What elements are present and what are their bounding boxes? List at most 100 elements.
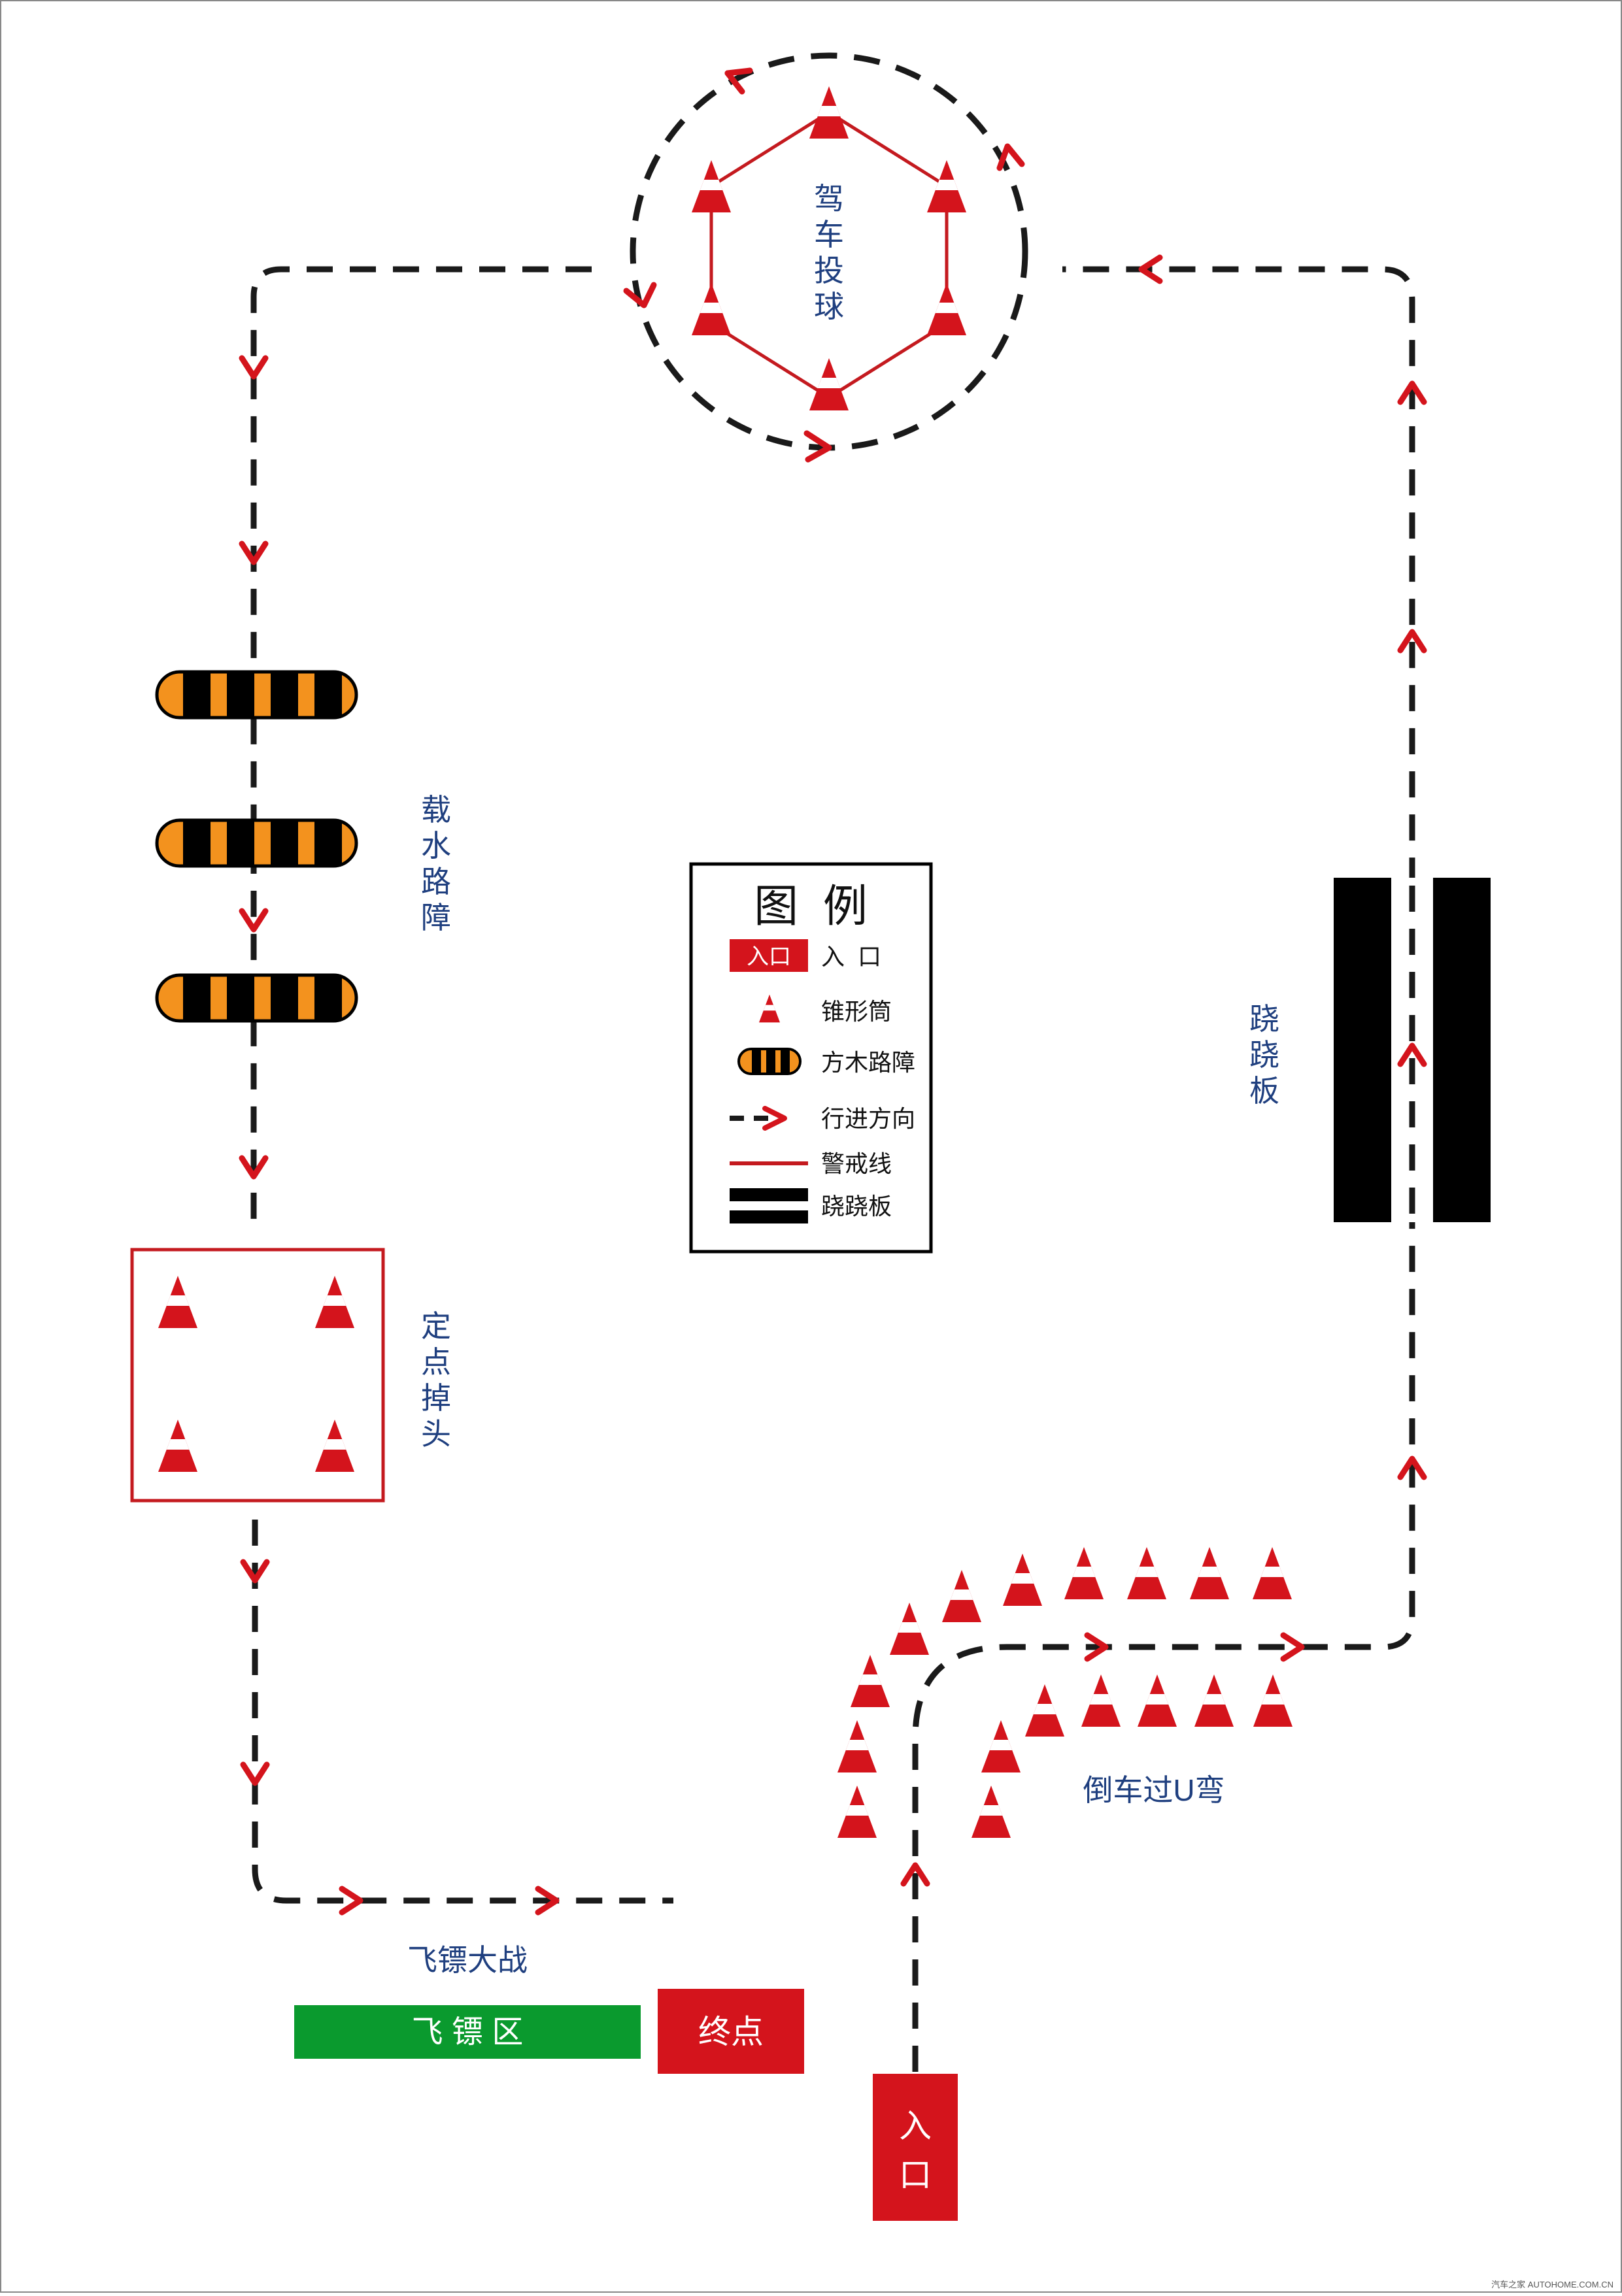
direction-arrow-icon: [535, 1886, 560, 1916]
cone-icon: [837, 1786, 877, 1838]
cone-icon: [158, 1276, 197, 1328]
ball-throw-area: 驾 车 投 球: [692, 86, 966, 410]
cone-icon: [837, 1720, 877, 1772]
entrance-label: 口: [899, 2157, 932, 2193]
direction-arrow-icon: [724, 67, 753, 76]
direction-arrow-icon: [239, 541, 269, 565]
cone-icon: [809, 86, 849, 139]
path-left-top: [250, 266, 592, 1222]
cone-icon: [1253, 1547, 1292, 1599]
legend-title: 图 例: [754, 882, 868, 931]
legend-item-label: 警戒线: [821, 1150, 892, 1177]
direction-arrow-icon: [239, 908, 269, 933]
cone-icon: [1025, 1684, 1064, 1737]
zone-label-seesaw: 板: [1249, 1074, 1279, 1108]
cone-icon: [1194, 1674, 1234, 1727]
legend-box: [689, 862, 933, 1254]
zone-label-fixed-uturn: 掉: [421, 1381, 451, 1415]
seesaw-icon: [730, 1188, 808, 1223]
zone-label-seesaw: 跷: [1249, 1038, 1279, 1072]
cone-icon: [942, 1570, 981, 1622]
zone-label-darts: 飞镖大战: [407, 1943, 528, 1977]
cone-icon: [692, 283, 731, 335]
direction-arrow-icon: [730, 1106, 787, 1131]
cone-icon: [972, 1786, 1011, 1838]
finish-area: 终点: [658, 1989, 804, 2074]
cone-icon: [851, 1655, 890, 1707]
legend-item-label: 跷跷板: [821, 1193, 892, 1220]
legend-item-label: 行进方向: [821, 1105, 915, 1132]
direction-arrow-icon: [623, 282, 657, 308]
zone-label-ball-throw: 车: [814, 218, 844, 252]
watermark: 汽车之家 AUTOHOME.COM.CN: [1491, 2280, 1614, 2289]
entrance-label: 入: [899, 2108, 932, 2144]
zone-label-reverse-u: 倒车过U弯: [1083, 1773, 1225, 1807]
direction-arrow-icon: [900, 1862, 930, 1887]
zone-label-seesaw: 跷: [1249, 1002, 1279, 1036]
water-barrier-area: 载 水 路 障: [155, 670, 451, 1023]
entrance-area: 入 口: [873, 2074, 958, 2221]
zone-label-ball-throw: 驾: [814, 182, 844, 216]
cone-icon: [981, 1720, 1021, 1772]
cone-icon: [692, 160, 731, 212]
direction-arrow-icon: [239, 355, 269, 380]
direction-arrow-icon: [1397, 629, 1427, 654]
direction-arrow-icon: [1138, 254, 1163, 284]
direction-arrow-icon: [240, 1559, 270, 1584]
cone-icon: [1253, 1674, 1293, 1727]
dart-area: 飞镖大战 飞 镖 区: [294, 1943, 641, 2059]
direction-arrow-icon: [1397, 380, 1427, 405]
dart-zone: [294, 2005, 641, 2059]
cone-icon: [315, 1420, 354, 1472]
seesaw-area: 跷 跷 板: [1249, 878, 1491, 1222]
direction-arrow-icon: [1084, 1632, 1109, 1662]
legend-item-label: 方木路障: [821, 1049, 915, 1076]
direction-arrow-icon: [240, 1761, 270, 1786]
cone-icon: [1127, 1547, 1166, 1599]
reverse-u-area: 倒车过U弯: [837, 1547, 1293, 1838]
direction-arrow-icon: [1280, 1632, 1305, 1662]
legend-item-label: 锥形筒: [821, 998, 892, 1025]
direction-arrow-icon: [724, 70, 745, 95]
direction-arrow-icon: [239, 1155, 269, 1180]
entrance-block: [873, 2074, 958, 2221]
finish-block: [658, 1989, 804, 2074]
direction-arrow-icon: [339, 1886, 363, 1916]
zone-label-fixed-uturn: 头: [421, 1417, 451, 1451]
cone-icon: [315, 1276, 354, 1328]
legend-badge-text: 入口: [747, 944, 791, 969]
cone-icon: [809, 358, 849, 410]
cone-icon: [1138, 1674, 1177, 1727]
wood-barrier-icon: [155, 670, 358, 720]
cone-icon: [927, 160, 966, 212]
cone-icon: [1003, 1554, 1042, 1606]
cone-icon: [1064, 1547, 1104, 1599]
direction-arrow-icon: [996, 143, 1025, 171]
path-left-bottom: [252, 1520, 673, 1904]
cone-icon: [927, 283, 966, 335]
zone-label-ball-throw: 投: [814, 254, 844, 288]
finish-label: 终点: [698, 2014, 764, 2050]
zone-label-fixed-uturn: 定: [421, 1309, 451, 1343]
cone-icon: [158, 1420, 197, 1472]
zone-label-water-barrier: 障: [421, 901, 451, 935]
wood-barrier-icon: [155, 818, 358, 868]
zone-label-water-barrier: 水: [421, 829, 451, 863]
zone-label-water-barrier: 路: [421, 865, 451, 899]
zone-label-water-barrier: 载: [421, 793, 451, 827]
cone-icon: [890, 1603, 929, 1655]
zone-label-fixed-uturn: 点: [421, 1345, 451, 1379]
fixed-uturn-area: 定 点 掉 头: [130, 1248, 451, 1503]
cone-icon: [1081, 1674, 1121, 1727]
cone-icon: [1190, 1547, 1229, 1599]
direction-arrow-icon: [1397, 1456, 1427, 1480]
legend-item-label: 入 口: [821, 943, 881, 970]
zone-label-ball-throw: 球: [814, 290, 844, 324]
dart-zone-label: 飞 镖 区: [412, 2015, 524, 2050]
wood-barrier-icon: [155, 973, 358, 1023]
direction-arrow-icon: [803, 430, 832, 463]
wood-barrier-icon: [737, 1048, 802, 1075]
path-right-loop: [912, 266, 1415, 2072]
